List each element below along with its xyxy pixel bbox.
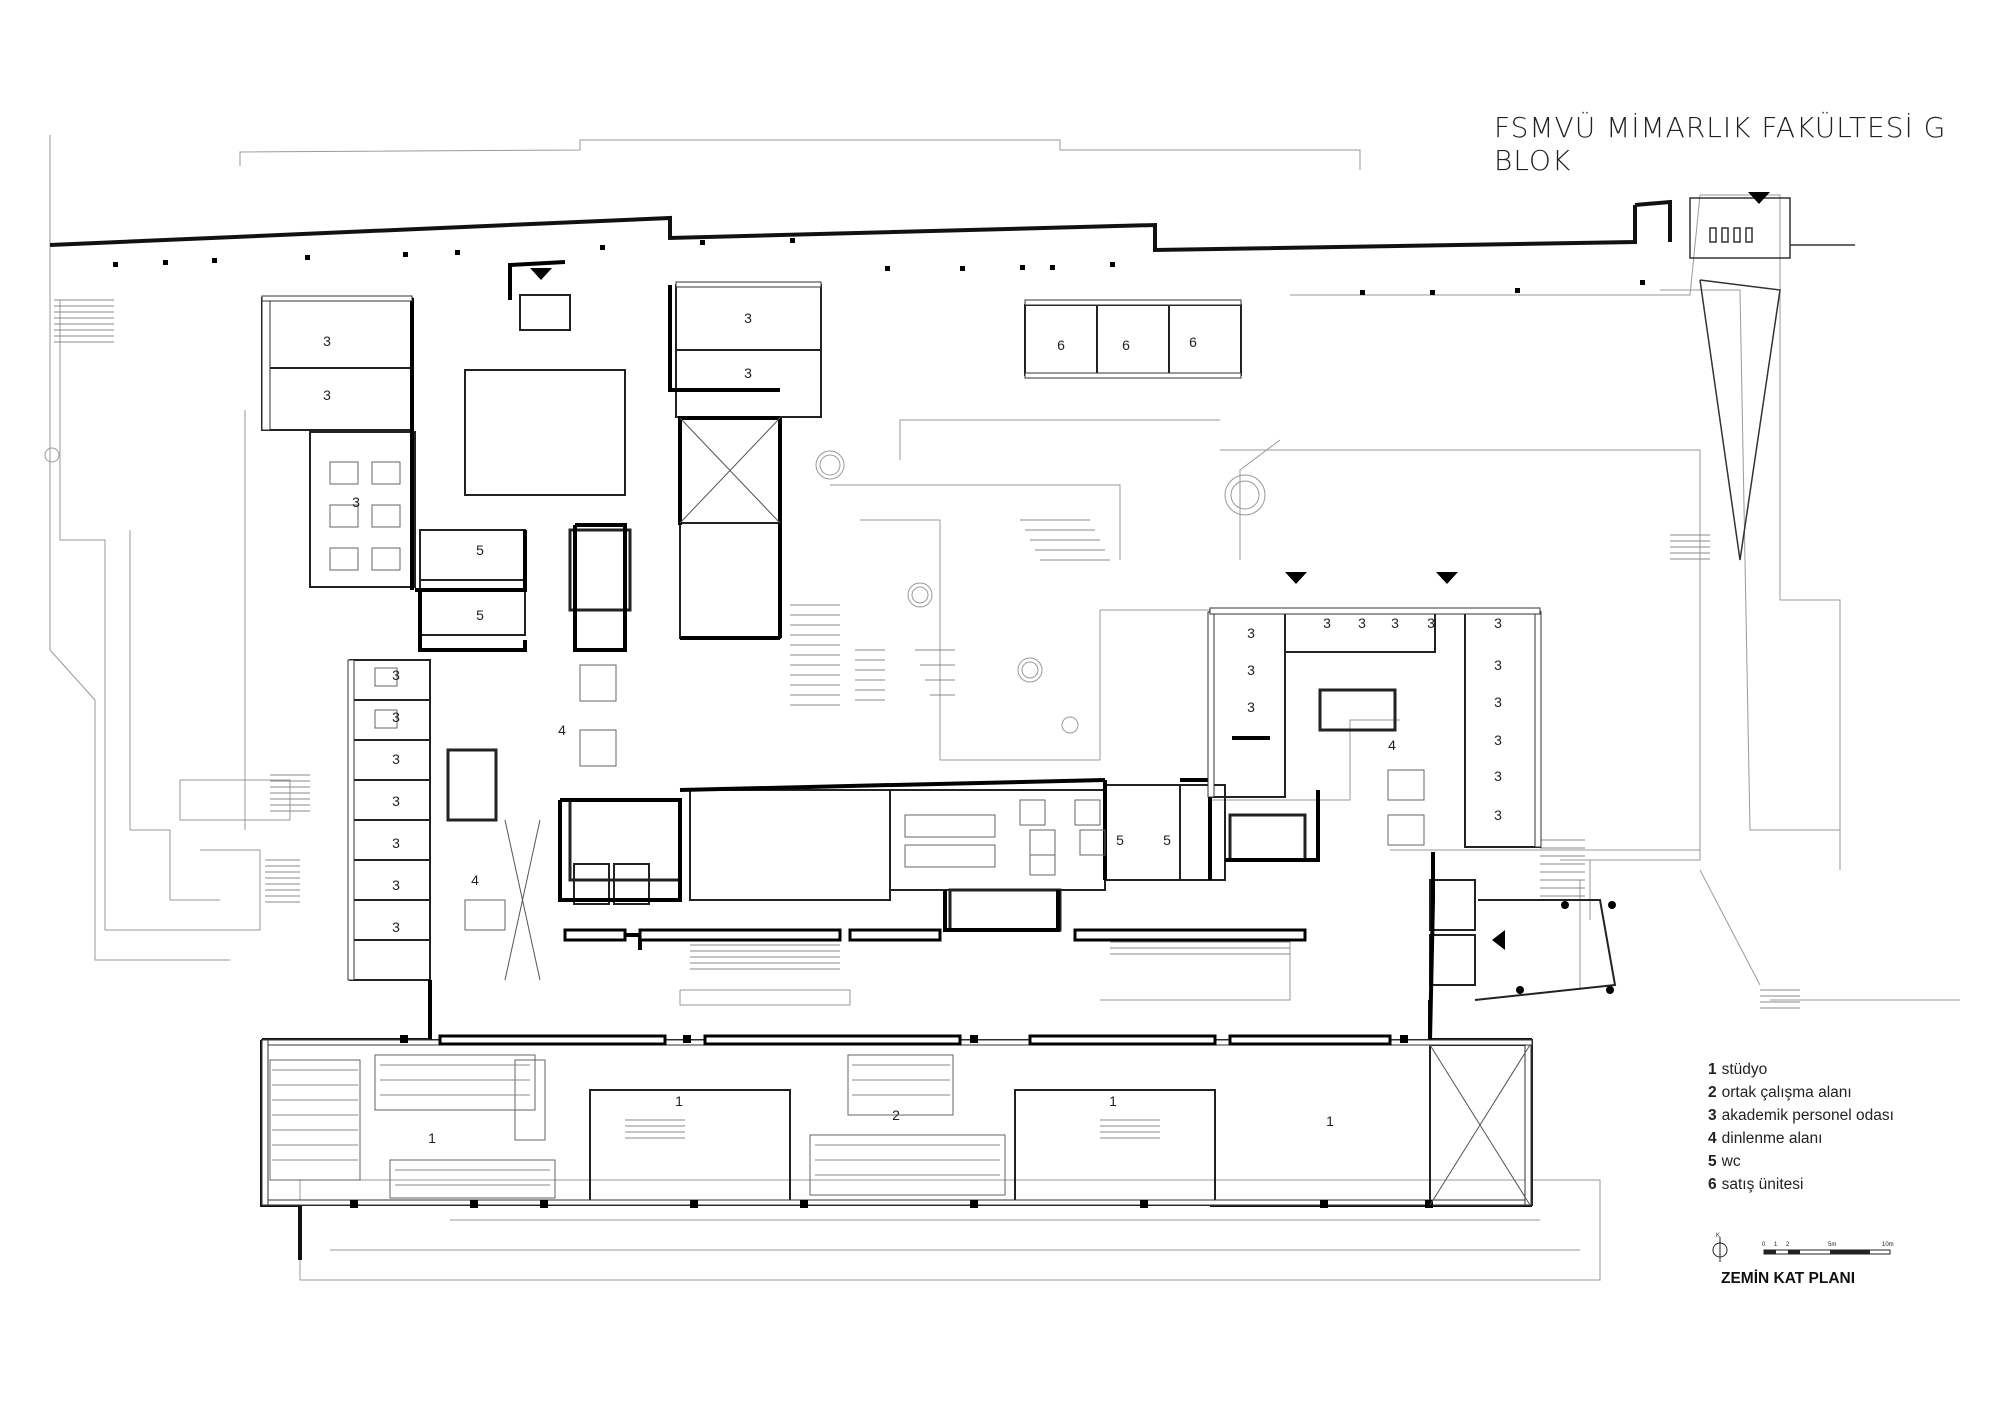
room-label: 3 — [744, 310, 752, 326]
site-context — [49, 135, 1960, 1281]
room-label: 5 — [476, 542, 484, 558]
room-label: 2 — [892, 1107, 900, 1123]
room-label: 3 — [392, 919, 400, 935]
room-label: 1 — [1109, 1093, 1117, 1109]
entrance-arrow-east-1 — [1285, 572, 1307, 584]
scale-tick: 10m — [1882, 1242, 1894, 1248]
site-circles — [44, 447, 1266, 734]
entrance-arrows — [530, 192, 1770, 950]
room-label: 1 — [675, 1093, 683, 1109]
room-label: 3 — [392, 751, 400, 767]
legend-number: 2 — [1708, 1084, 1717, 1101]
room-label: 3 — [1494, 768, 1502, 784]
studio-desks — [272, 1064, 1160, 1186]
plan-label: ZEMİN KAT PLANI — [1721, 1270, 1856, 1287]
room-label: 4 — [558, 722, 566, 738]
room-label: 3 — [1247, 625, 1255, 641]
stairs — [54, 299, 1800, 1009]
legend-text: dinlenme alanı — [1721, 1130, 1823, 1147]
north-label: K — [1716, 1233, 1720, 1239]
room-label: 3 — [1494, 807, 1502, 823]
legend-number: 1 — [1708, 1061, 1717, 1078]
room-label: 3 — [1247, 662, 1255, 678]
room-label: 6 — [1057, 337, 1065, 353]
scale-tick: 5m — [1828, 1242, 1836, 1248]
room-label: 3 — [1323, 615, 1331, 631]
room-label: 3 — [392, 709, 400, 725]
legend-number: 4 — [1708, 1130, 1717, 1147]
room-label: 3 — [1391, 615, 1399, 631]
legend-text: ortak çalışma alanı — [1721, 1084, 1852, 1101]
room-label: 6 — [1122, 337, 1130, 353]
legend-number: 5 — [1708, 1153, 1717, 1170]
legend-text: stüdyo — [1721, 1061, 1768, 1078]
room-label: 3 — [352, 494, 360, 510]
entrance-structure — [1689, 197, 1855, 561]
room-label: 3 — [1494, 694, 1502, 710]
corridor-openings — [438, 928, 1392, 1046]
room-label: 3 — [1494, 732, 1502, 748]
room-label: 3 — [1494, 657, 1502, 673]
room-label: 4 — [471, 872, 479, 888]
room-label: 4 — [1388, 737, 1396, 753]
room-labels: 3 3 3 3 3 3 3 3 3 3 3 3 3 3 3 3 3 3 3 3 … — [323, 310, 1502, 1146]
room-label: 3 — [392, 877, 400, 893]
room-label: 3 — [1494, 615, 1502, 631]
room-label: 3 — [323, 333, 331, 349]
scale-tick: 2 — [1786, 1242, 1790, 1248]
room-label: 3 — [744, 365, 752, 381]
legend-text: wc — [1721, 1153, 1741, 1170]
room-label: 1 — [428, 1130, 436, 1146]
scale-tick: 0 — [1762, 1242, 1766, 1248]
room-label: 5 — [476, 607, 484, 623]
legend-number: 3 — [1708, 1107, 1717, 1124]
room-label: 3 — [323, 387, 331, 403]
room-label: 3 — [1427, 615, 1435, 631]
room-label: 3 — [1358, 615, 1366, 631]
drawing-title: FSMVÜ MİMARLIK FAKÜLTESİ G BLOK — [1494, 111, 1947, 177]
building-walls — [261, 284, 1617, 1206]
room-label: 3 — [392, 793, 400, 809]
furniture — [269, 461, 1425, 1199]
void-crosses — [504, 417, 1531, 1206]
entrance-arrow-southeast — [1492, 930, 1505, 950]
entrance-arrow-north — [530, 268, 552, 280]
room-label: 1 — [1326, 1113, 1334, 1129]
room-label: 3 — [1247, 699, 1255, 715]
room-label: 5 — [1116, 832, 1124, 848]
legend-text: satış ünitesi — [1721, 1176, 1804, 1193]
legend-text: akademik personel odası — [1721, 1107, 1894, 1124]
scale-tick: 1 — [1774, 1242, 1778, 1248]
heavy-walls — [410, 260, 1435, 1041]
room-label: 3 — [392, 835, 400, 851]
room-label: 5 — [1163, 832, 1171, 848]
room-label: 3 — [392, 667, 400, 683]
entrance-arrow-northeast — [1748, 192, 1770, 204]
scale-bar: 0 1 2 5m 10m — [1762, 1242, 1894, 1255]
entrance-arrow-east-2 — [1436, 572, 1458, 584]
legend-number: 6 — [1708, 1176, 1717, 1193]
room-label: 6 — [1189, 334, 1197, 350]
columns — [113, 238, 1645, 1208]
outer-walls — [49, 199, 1672, 1260]
north-arrow: K — [1712, 1233, 1728, 1262]
